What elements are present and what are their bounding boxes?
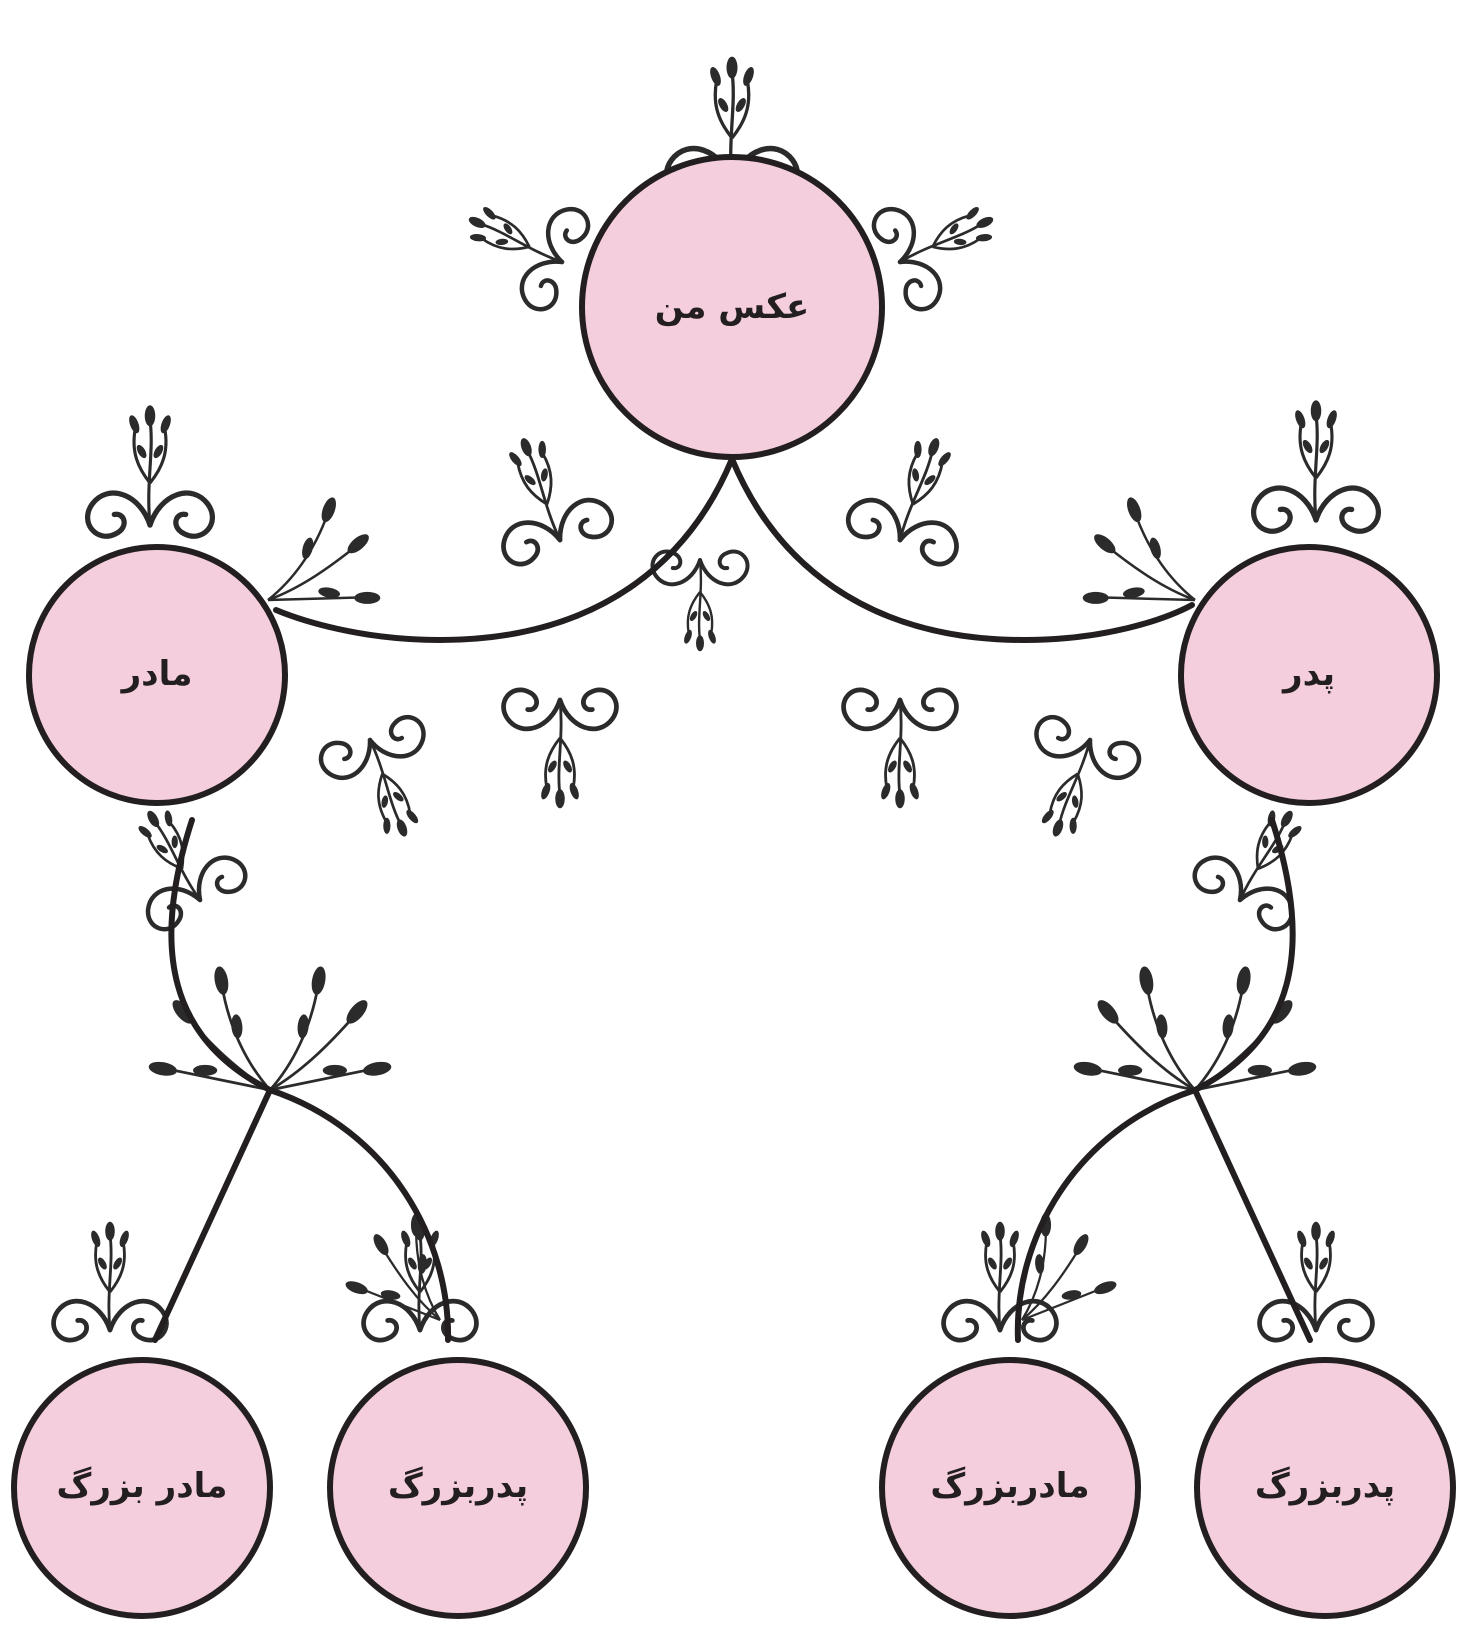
node-paternal-grandmother: مادربزرگ [879, 1357, 1141, 1619]
node-label-me: عکس من [655, 287, 810, 327]
link-father-grandparents [1192, 817, 1296, 1093]
node-label-maternal-grandmother: مادر بزرگ [57, 1465, 228, 1506]
node-me: عکس من [579, 154, 885, 460]
link-mother-grandfather [267, 1087, 452, 1343]
node-mother: مادر [26, 544, 288, 806]
node-label-paternal-grandmother: مادربزرگ [930, 1465, 1089, 1506]
node-paternal-grandfather: پدربزرگ [1194, 1357, 1456, 1619]
connector-lines [152, 456, 1313, 1343]
link-father-grandfather [1192, 1087, 1313, 1343]
node-maternal-grandfather: پدربزرگ [327, 1357, 589, 1619]
link-father-grandmother [1014, 1087, 1198, 1343]
leaf-spray-icon [132, 485, 1333, 1351]
link-mother-grandmother [152, 1087, 273, 1343]
link-me-father [729, 456, 1195, 644]
node-maternal-grandmother: مادر بزرگ [11, 1357, 273, 1619]
link-mother-grandparents [168, 817, 273, 1093]
node-father: پدر [1178, 544, 1440, 806]
node-label-paternal-grandfather: پدربزرگ [1255, 1465, 1395, 1506]
node-label-mother: مادر [120, 654, 193, 694]
node-label-maternal-grandfather: پدربزرگ [388, 1465, 528, 1506]
link-me-mother [273, 456, 735, 644]
node-label-father: پدر [1281, 654, 1335, 694]
